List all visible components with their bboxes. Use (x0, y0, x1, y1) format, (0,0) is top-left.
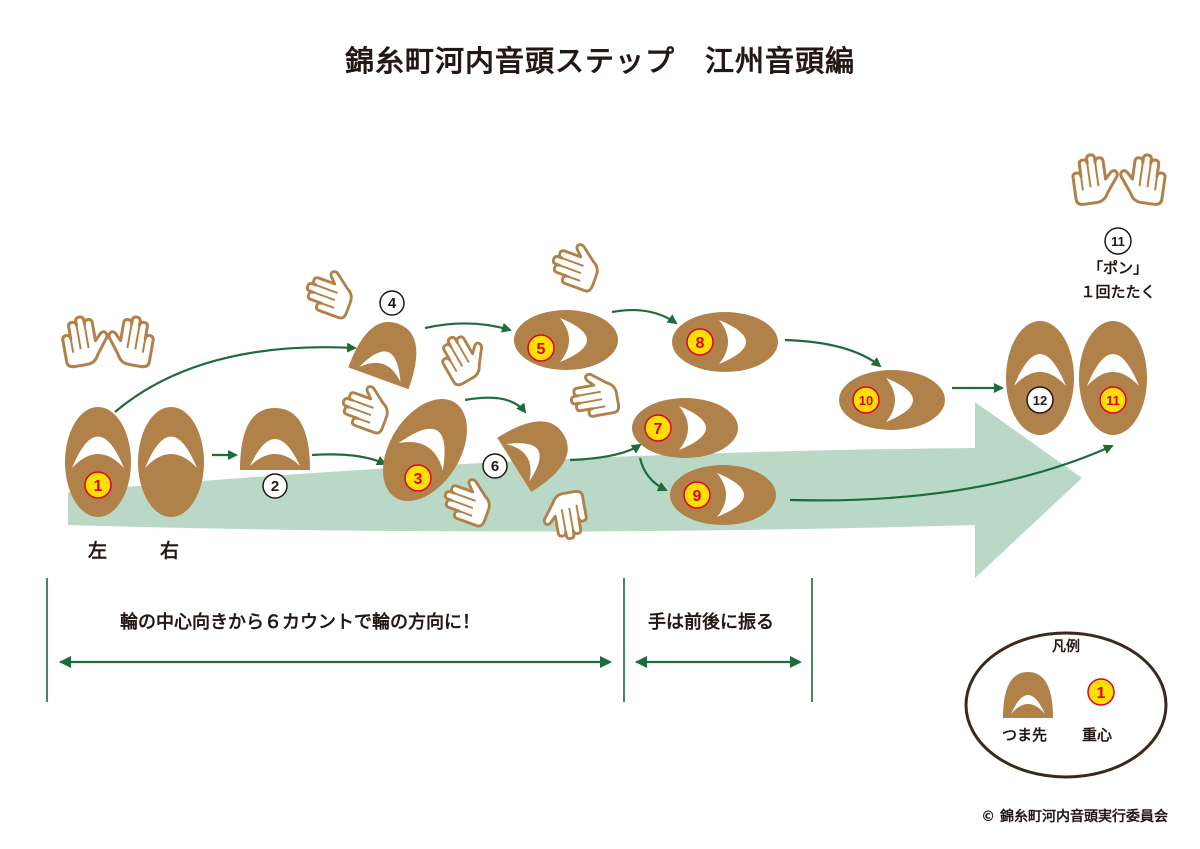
step-11-note: 「ポン」 １回たたく (1068, 256, 1168, 304)
svg-text:8: 8 (696, 335, 705, 352)
arrow-4-5 (424, 322, 512, 333)
legend-weight-icon: 1 (1087, 678, 1115, 706)
svg-text:2: 2 (271, 478, 279, 495)
svg-text:1: 1 (1097, 685, 1106, 702)
step-marker-11-label: 11 (1104, 227, 1132, 255)
step-11-note-line1: 「ポン」 (1087, 259, 1148, 277)
arrow-7-9 (638, 457, 668, 492)
hand-4a-icon (299, 263, 360, 321)
foot-5 (514, 310, 618, 370)
page-title: 錦糸町河内音頭ステップ 江州音頭編 (344, 44, 855, 78)
svg-text:10: 10 (859, 393, 873, 408)
svg-text:9: 9 (693, 488, 702, 505)
foot-8 (672, 312, 778, 372)
legend-title: 凡例 (1052, 639, 1080, 655)
foot-1-left (65, 407, 131, 517)
foot-7 (632, 398, 738, 458)
svg-text:11: 11 (1106, 393, 1120, 408)
arrow-3-6 (464, 396, 527, 414)
foot-11 (1079, 321, 1147, 435)
svg-text:1: 1 (94, 478, 103, 495)
arrow-5-8 (611, 309, 678, 325)
svg-text:7: 7 (654, 421, 663, 438)
svg-text:12: 12 (1033, 393, 1047, 408)
legend-toe-label: つま先 (1002, 726, 1048, 744)
foot-9 (670, 465, 776, 525)
foot-1-right (138, 407, 204, 517)
weight-marker-9: 9 (683, 481, 711, 509)
hands-pair-11-icon (1068, 150, 1170, 207)
foot-12 (1006, 321, 1074, 435)
svg-text:3: 3 (414, 471, 423, 488)
step-marker-4: 4 (379, 290, 405, 316)
section-1-label: 輪の中心向きから６カウントで輪の方向に！ (120, 612, 480, 633)
legend-toe-icon (1003, 672, 1053, 718)
foot-2-toe (240, 408, 310, 470)
weight-marker-3: 3 (404, 464, 432, 492)
hand-5b-icon (566, 368, 622, 421)
svg-text:11: 11 (1111, 234, 1125, 249)
svg-text:4: 4 (388, 295, 397, 312)
left-foot-label: 左 (88, 540, 108, 562)
weight-marker-11: 11 (1099, 386, 1127, 414)
foot-6-toe (497, 421, 568, 492)
step-marker-12: 12 (1026, 386, 1054, 414)
legend-box: 1 (964, 631, 1168, 779)
arrow-9-11 (789, 444, 1114, 502)
hand-4b-icon (432, 325, 495, 389)
arrow-8-10 (784, 338, 882, 368)
hand-3a-icon (335, 378, 396, 436)
foot-4-toe (348, 322, 417, 390)
arrow-2-3 (311, 453, 387, 466)
hand-5a-icon (545, 236, 606, 294)
svg-text:5: 5 (537, 341, 546, 358)
arrow-1-4 (114, 342, 357, 413)
section-brackets (46, 578, 813, 702)
weight-marker-5: 5 (527, 334, 555, 362)
section-2-label: 手は前後に振る (648, 612, 774, 633)
weight-marker-7: 7 (644, 414, 672, 442)
right-foot-label: 右 (160, 540, 180, 562)
weight-marker-8: 8 (686, 328, 714, 356)
step-11-note-line2: １回たたく (1080, 283, 1156, 301)
foot-3 (383, 399, 467, 501)
foot-10 (839, 370, 945, 430)
credit-text: © 錦糸町河内音頭実行委員会 (981, 809, 1168, 825)
weight-marker-1: 1 (84, 471, 112, 499)
step-marker-2: 2 (262, 473, 288, 499)
step-marker-6: 6 (482, 453, 508, 479)
weight-marker-10: 10 (852, 386, 880, 414)
direction-band (68, 402, 1082, 578)
arrow-6-7 (569, 443, 642, 462)
hands-pair-1-icon (57, 311, 159, 370)
svg-text:6: 6 (491, 458, 499, 475)
legend-weight-label: 重心 (1082, 726, 1113, 744)
